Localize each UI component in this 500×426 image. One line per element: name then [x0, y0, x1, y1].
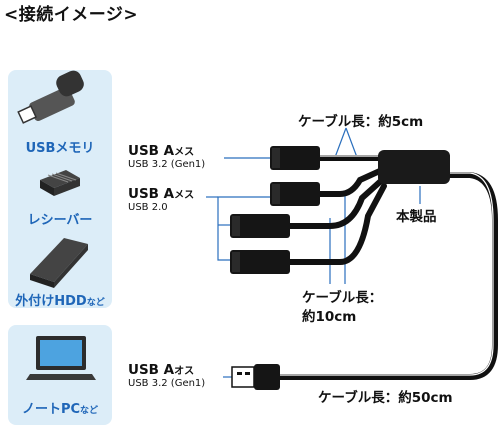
usb-a-female-1 — [270, 146, 320, 170]
port-label-1: USB Aメス USB 3.2 (Gen1) — [128, 143, 205, 170]
port-type: USB A — [128, 186, 175, 202]
laptop-icon — [26, 336, 96, 380]
port-spec: USB 2.0 — [128, 202, 168, 213]
device-label-suffix: など — [86, 298, 105, 308]
device-label-hdd: 外付けHDDなど — [8, 290, 112, 309]
cable-length-medium-line1: ケーブル長： — [302, 290, 383, 306]
device-label-text: 外付けHDD — [15, 294, 87, 309]
usb-a-female-2 — [270, 182, 320, 206]
usb-a-female-4 — [230, 250, 290, 274]
device-label-text: USBメモリ — [25, 141, 95, 156]
port-spec: USB 3.2 (Gen1) — [128, 159, 206, 170]
external-hdd-icon — [30, 238, 88, 288]
cable-length-long: ケーブル長：約50cm — [318, 390, 453, 406]
port-type: USB A — [128, 362, 175, 378]
port-gender: メス — [174, 190, 195, 201]
port-label-2: USB Aメス USB 2.0 — [128, 186, 194, 213]
usb-a-male — [231, 364, 280, 390]
port-gender: メス — [174, 147, 195, 158]
device-label-suffix: など — [80, 406, 99, 416]
cable-length-short: ケーブル長：約5cm — [298, 114, 424, 130]
port-gender: オス — [174, 366, 195, 377]
cable-length-medium-line2: 約10cm — [302, 309, 357, 325]
usb-a-female-3 — [230, 214, 290, 238]
receiver-icon — [40, 170, 80, 196]
device-label-usb-memory: USBメモリ — [8, 137, 112, 156]
port-type: USB A — [128, 143, 175, 159]
port-label-3: USB Aオス USB 3.2 (Gen1) — [128, 362, 205, 389]
device-label-text: ノートPC — [21, 402, 81, 417]
device-label-text: レシーバー — [27, 213, 93, 228]
device-label-receiver: レシーバー — [8, 209, 112, 228]
cables — [273, 155, 498, 380]
product-hub — [378, 150, 450, 184]
device-label-laptop: ノートPCなど — [8, 398, 112, 417]
page-title: <接続イメージ> — [4, 5, 139, 25]
product-label: 本製品 — [396, 209, 437, 225]
usb-memory-icon — [17, 70, 84, 124]
port-spec: USB 3.2 (Gen1) — [128, 378, 206, 389]
